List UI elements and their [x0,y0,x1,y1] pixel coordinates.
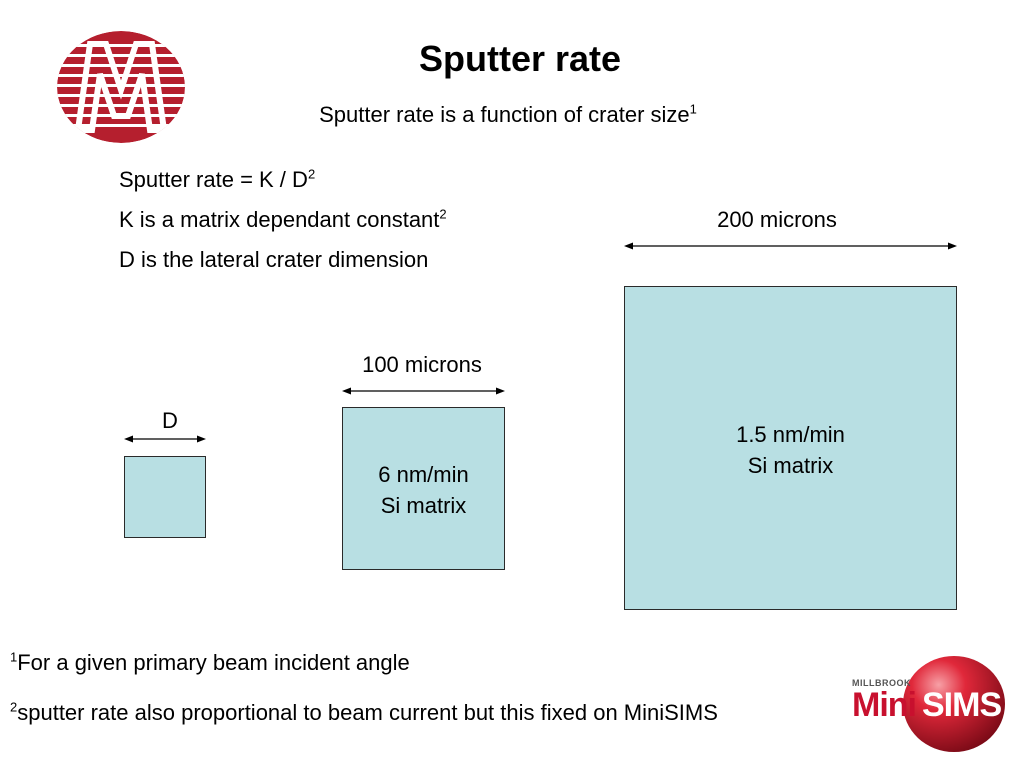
brand-mini-text: Mini [852,686,917,724]
crater-small-arrow-icon [124,435,206,443]
crater-medium-box: 6 nm/min Si matrix [342,407,505,570]
page-title: Sputter rate [418,38,622,79]
subtitle: Sputter rate is a function of crater siz… [0,102,1016,128]
crater-medium-label: 100 microns [362,352,482,377]
footnote-2: 2sputter rate also proportional to beam … [10,700,718,726]
footnote-2-sup: 2 [10,699,18,715]
millbrook-m-logo-icon [57,31,185,143]
crater-small-box [124,456,206,538]
footnote-1-sup: 1 [10,649,18,665]
subtitle-sup: 1 [689,101,697,117]
subtitle-text: Sputter rate is a function of crater siz… [319,102,690,127]
constant-line: K is a matrix dependant constant2 [119,207,447,233]
crater-small-label: D [162,408,178,433]
crater-large-arrow-icon [624,242,957,250]
formula-text: Sputter rate = K / D [119,167,308,192]
constant-sup: 2 [439,206,447,222]
brand-sims-text: SIMS [922,686,1002,724]
crater-large-box: 1.5 nm/min Si matrix [624,286,957,610]
footnote-2-text: sputter rate also proportional to beam c… [17,700,718,725]
dimension-note: D is the lateral crater dimension [119,247,429,272]
crater-medium-matrix: Si matrix [380,493,467,518]
footnote-1-text: For a given primary beam incident angle [17,650,410,675]
crater-medium-rate: 6 nm/min [378,462,469,487]
crater-large-label: 200 microns [717,207,837,232]
minisims-sphere-icon [903,656,1005,752]
crater-large-matrix: Si matrix [747,453,834,478]
brand-millbrook-text: MILLBROOK [852,678,911,688]
footnote-1: 1For a given primary beam incident angle [10,650,410,676]
minisims-logo-icon: MILLBROOK Mini SIMS [848,652,1010,756]
crater-medium-arrow-icon [342,387,505,395]
formula-line: Sputter rate = K / D2 [119,167,315,193]
crater-large-rate: 1.5 nm/min [736,422,845,447]
formula-sup: 2 [307,166,316,182]
constant-text: K is a matrix dependant constant [119,207,440,232]
